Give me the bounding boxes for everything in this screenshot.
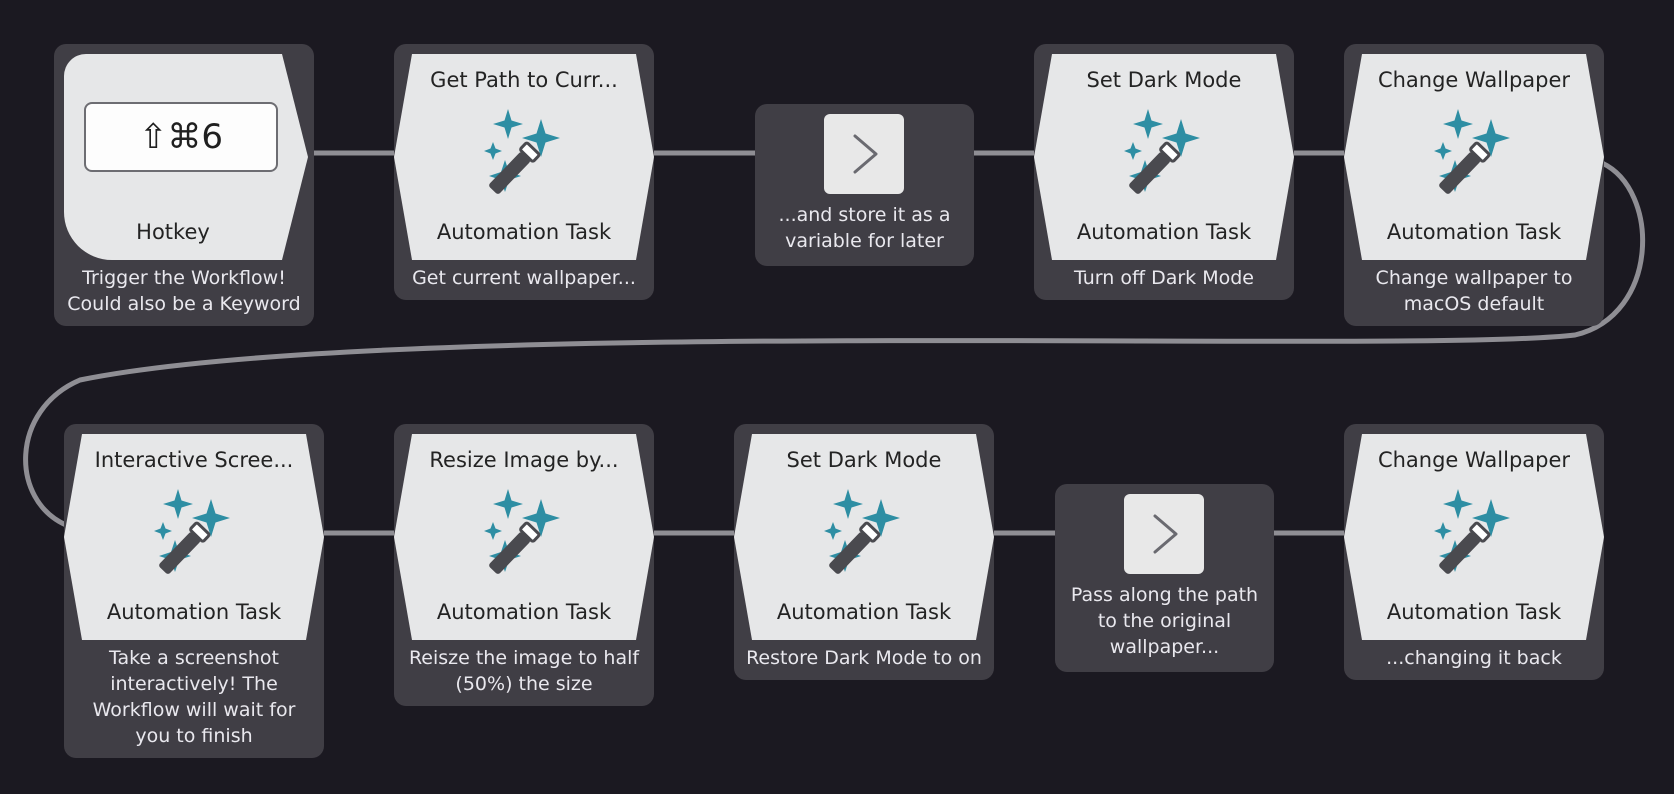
task-tile-change-wallpaper-default[interactable]: Change Wallpaper Automation Task xyxy=(1344,54,1604,260)
task-tile-get-path[interactable]: Get Path to Curr... Automation Task xyxy=(394,54,654,260)
task-title: Change Wallpaper xyxy=(1377,68,1571,92)
connector-wallpaper-to-screenshot xyxy=(23,160,1646,528)
task-subtitle: Automation Task xyxy=(776,600,952,624)
task-title: Get Path to Curr... xyxy=(430,68,618,92)
pass-button[interactable] xyxy=(1124,494,1204,574)
task-caption: Restore Dark Mode to on xyxy=(746,647,982,669)
task-subtitle: Automation Task xyxy=(1076,220,1252,244)
magic-wand-icon xyxy=(1428,106,1520,206)
task-title: Set Dark Mode xyxy=(1086,68,1242,92)
task-node-change-wallpaper-default[interactable]: Change Wallpaper Automation Task Change … xyxy=(1344,44,1604,326)
chevron-right-icon xyxy=(853,134,878,174)
pass-caption: Pass along the path to the original wall… xyxy=(1070,584,1259,658)
hotkey-shortcut-box: ⇧⌘6 xyxy=(84,102,278,172)
task-title: Resize Image by... xyxy=(429,448,619,472)
pass-button[interactable] xyxy=(824,114,904,194)
task-tile-change-wallpaper-back[interactable]: Change Wallpaper Automation Task xyxy=(1344,434,1604,640)
task-caption: Get current wallpaper... xyxy=(412,267,636,289)
hotkey-trigger-node[interactable]: ⇧⌘6 Hotkey Trigger the Workflow! Could a… xyxy=(54,44,314,326)
pass-caption: ...and store it as a variable for later xyxy=(778,204,951,252)
magic-wand-icon xyxy=(1118,106,1210,206)
magic-wand-icon xyxy=(818,486,910,586)
task-caption: Take a screenshot interactively! The Wor… xyxy=(92,647,296,747)
task-title: Change Wallpaper xyxy=(1377,448,1571,472)
task-title: Interactive Scree... xyxy=(94,448,294,472)
task-tile-dark-mode-on[interactable]: Set Dark Mode Automation Task xyxy=(734,434,994,640)
pass-node-original-path[interactable]: Pass along the path to the original wall… xyxy=(1055,484,1274,672)
task-subtitle: Automation Task xyxy=(1386,220,1562,244)
magic-wand-icon xyxy=(478,106,570,206)
hotkey-caption: Trigger the Workflow! Could also be a Ke… xyxy=(67,267,301,315)
task-node-change-wallpaper-back[interactable]: Change Wallpaper Automation Task ...chan… xyxy=(1344,424,1604,680)
task-node-get-path[interactable]: Get Path to Curr... Automation Task Get … xyxy=(394,44,654,300)
task-tile-interactive-screenshot[interactable]: Interactive Scree... Automation Task xyxy=(64,434,324,640)
pass-node-store-variable[interactable]: ...and store it as a variable for later xyxy=(755,104,974,266)
task-subtitle: Automation Task xyxy=(106,600,282,624)
hotkey-label: Hotkey xyxy=(136,220,210,244)
task-node-dark-mode-on[interactable]: Set Dark Mode Automation Task Restore Da… xyxy=(734,424,994,680)
task-title: Set Dark Mode xyxy=(786,448,942,472)
task-subtitle: Automation Task xyxy=(436,600,612,624)
chevron-right-icon xyxy=(1153,514,1178,554)
hotkey-tile[interactable]: ⇧⌘6 Hotkey xyxy=(64,54,308,260)
magic-wand-icon xyxy=(478,486,570,586)
magic-wand-icon xyxy=(1428,486,1520,586)
task-caption: Change wallpaper to macOS default xyxy=(1375,267,1573,315)
task-node-interactive-screenshot[interactable]: Interactive Scree... Automation Task Tak… xyxy=(64,424,324,758)
task-node-dark-mode-off[interactable]: Set Dark Mode Automation Task Turn off D… xyxy=(1034,44,1294,300)
task-subtitle: Automation Task xyxy=(1386,600,1562,624)
task-caption: Turn off Dark Mode xyxy=(1074,267,1254,289)
task-subtitle: Automation Task xyxy=(436,220,612,244)
magic-wand-icon xyxy=(148,486,240,586)
task-caption: ...changing it back xyxy=(1386,647,1562,669)
task-tile-resize-image[interactable]: Resize Image by... Automation Task xyxy=(394,434,654,640)
task-node-resize-image[interactable]: Resize Image by... Automation Task Reisz… xyxy=(394,424,654,706)
task-caption: Reisze the image to half (50%) the size xyxy=(408,647,640,695)
task-tile-dark-mode-off[interactable]: Set Dark Mode Automation Task xyxy=(1034,54,1294,260)
